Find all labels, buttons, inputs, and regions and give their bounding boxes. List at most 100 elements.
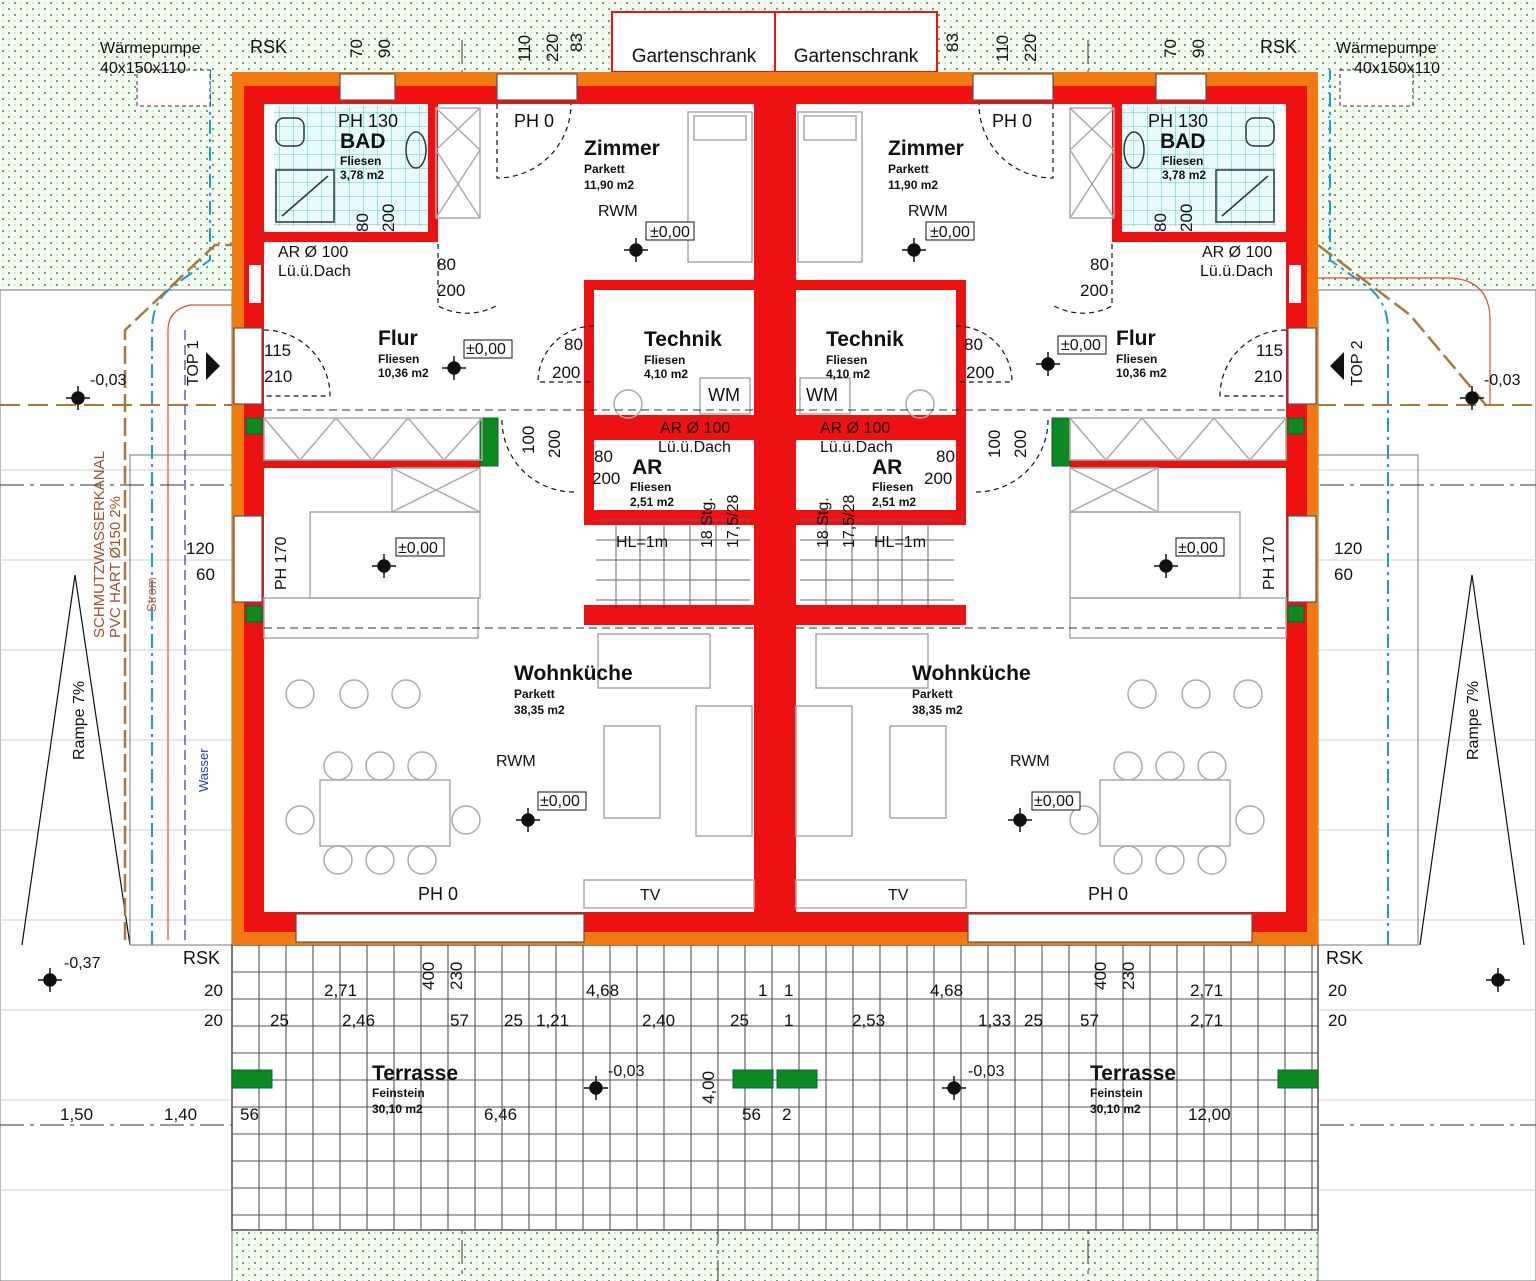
terrace-area-left: 30,10 m2 bbox=[372, 1102, 423, 1116]
dim-row2-10: 1,33 bbox=[978, 1011, 1011, 1030]
dim-window-left-w: 120 bbox=[186, 539, 214, 558]
level-terrace-right: -0,03 bbox=[968, 1063, 1005, 1080]
dim-bath-left-h: 200 bbox=[379, 204, 398, 232]
living-level-left: ±0,00 bbox=[540, 793, 580, 810]
dim-row2-0: 20 bbox=[204, 1011, 223, 1030]
dim-row2-8: 1 bbox=[784, 1011, 793, 1030]
terrace-floor-left: Feinstein bbox=[372, 1086, 425, 1100]
dim-inner-5: 200 bbox=[966, 363, 994, 382]
garden-shed-left bbox=[611, 11, 776, 73]
living-name-left: Wohnküche bbox=[514, 662, 633, 685]
dim-row1-3: 230 bbox=[447, 962, 466, 990]
stairs-ratio-left: 17,5/28 bbox=[725, 495, 742, 548]
hall-area-left: 10,36 m2 bbox=[378, 366, 429, 380]
rsk-bottom-right: RSK bbox=[1326, 948, 1363, 968]
handrail-right: HL=1m bbox=[874, 534, 926, 551]
room-level-right: ±0,00 bbox=[930, 224, 970, 241]
garden-shed-right-label: Gartenschrank bbox=[794, 46, 919, 67]
dim-door-right-w: 115 bbox=[1256, 341, 1283, 360]
dim-inner-3: 200 bbox=[552, 363, 580, 382]
dim-door-left-h: 210 bbox=[264, 367, 292, 386]
living-rwm-right: RWM bbox=[1010, 753, 1050, 770]
room-floor-right: Parkett bbox=[888, 162, 929, 176]
dim-row2-2: 2,46 bbox=[342, 1011, 375, 1030]
right-unit: PH 130 BAD Fliesen 3,78 m2 PH 0 Zimmer P… bbox=[806, 111, 1366, 1116]
room-area-left: 11,90 m2 bbox=[584, 178, 634, 192]
dim-row3-5: 2 bbox=[782, 1105, 791, 1124]
dim-row1-5: 1 bbox=[758, 981, 767, 1000]
entrance-arrow-left bbox=[206, 352, 220, 380]
dim-top-7: 220 bbox=[1021, 34, 1040, 62]
dim-window-right-w: 120 bbox=[1334, 539, 1362, 558]
dim-inner-r7: 200 bbox=[1011, 430, 1030, 458]
dim-inner-0: 80 bbox=[437, 255, 456, 274]
ph170-right: PH 170 bbox=[1261, 537, 1278, 590]
dim-row2-14: 20 bbox=[1328, 1011, 1347, 1030]
dim-row1-2: 400 bbox=[419, 962, 438, 990]
dim-top-3: 220 bbox=[543, 34, 562, 62]
room-rwm-right: RWM bbox=[908, 203, 948, 220]
room-ph-left: PH 0 bbox=[514, 111, 554, 131]
garden-shed-right bbox=[774, 11, 938, 73]
hall-name-left: Flur bbox=[378, 327, 418, 350]
bath-ph-left: PH 130 bbox=[338, 111, 398, 131]
dim-row2-4: 25 bbox=[504, 1011, 523, 1030]
dim-inner-2: 80 bbox=[564, 335, 583, 354]
ar-vent-right-2: AR Ø 100 bbox=[820, 420, 890, 437]
dim-row3-1: 1,40 bbox=[164, 1105, 197, 1124]
dim-door-right-h: 210 bbox=[1254, 367, 1282, 386]
storage-area-left: 2,51 m2 bbox=[630, 495, 674, 509]
windows bbox=[233, 73, 1317, 943]
ph170-left: PH 170 bbox=[273, 537, 290, 590]
dim-row1-0: 20 bbox=[204, 981, 223, 1000]
dim-row1-1: 2,71 bbox=[324, 981, 357, 1000]
door-swings bbox=[263, 103, 1287, 493]
heat-pump-left-label: Wärmepumpe bbox=[100, 40, 201, 57]
room-name-left: Zimmer bbox=[584, 137, 660, 160]
living-tv-right: TV bbox=[888, 887, 909, 904]
rsk-bottom-left: RSK bbox=[183, 948, 220, 968]
dim-row2-11: 25 bbox=[1024, 1011, 1043, 1030]
tech-name-right: Technik bbox=[826, 328, 904, 351]
tech-area-left: 4,10 m2 bbox=[644, 367, 688, 381]
dim-inner-r0: 80 bbox=[1090, 255, 1109, 274]
level-boxes bbox=[395, 221, 1225, 811]
dim-row1-8: 400 bbox=[1091, 962, 1110, 990]
heat-pump-right-label: Wärmepumpe bbox=[1336, 40, 1437, 57]
dim-inner-ar-l1: 200 bbox=[592, 469, 620, 488]
top-label-right: TOP 2 bbox=[1349, 340, 1366, 386]
living-tv-left: TV bbox=[640, 887, 661, 904]
ramp-left-outline bbox=[21, 574, 131, 946]
exterior-labels: Rampe 7% Rampe 7% SCHMUTZWASSERKANAL PVC… bbox=[64, 372, 1521, 1080]
vent-roof-left-2: Lü.ü.Dach bbox=[658, 439, 731, 456]
bath-name-right: BAD bbox=[1160, 130, 1206, 153]
handrail-left: HL=1m bbox=[616, 534, 668, 551]
hall-floor-left: Fliesen bbox=[378, 352, 419, 366]
dim-row3-4: 56 bbox=[742, 1105, 761, 1124]
stairs-ratio-right: 17,5/28 bbox=[841, 495, 858, 548]
dim-inner-4: 80 bbox=[964, 335, 983, 354]
dim-row2-3: 57 bbox=[450, 1011, 469, 1030]
dim-row2-12: 57 bbox=[1080, 1011, 1099, 1030]
hall-floor-right: Fliesen bbox=[1116, 352, 1157, 366]
bath-name-left: BAD bbox=[340, 130, 386, 153]
dim-row3-7: 4,00 bbox=[699, 1071, 718, 1104]
dim-row2-7: 25 bbox=[730, 1011, 749, 1030]
dim-top-6: 110 bbox=[993, 35, 1012, 62]
entrance-arrow-right bbox=[1330, 352, 1344, 380]
ar-vent-left-2: AR Ø 100 bbox=[660, 420, 730, 437]
storage-name-left: AR bbox=[632, 456, 662, 479]
hall-area-right: 10,36 m2 bbox=[1116, 366, 1167, 380]
dim-inner-r6: 100 bbox=[985, 430, 1004, 458]
dim-row3-2: 56 bbox=[240, 1105, 259, 1124]
bath-tiles-left bbox=[274, 106, 428, 226]
dim-inner-7: 200 bbox=[545, 430, 564, 458]
garden-shed-left-label: Gartenschrank bbox=[632, 46, 757, 67]
dim-inner-r1: 200 bbox=[1080, 281, 1108, 300]
hall-level-right: ±0,00 bbox=[1061, 337, 1101, 354]
level-terrace-left: -0,03 bbox=[608, 1063, 645, 1080]
dim-window-left-h: 60 bbox=[196, 565, 215, 584]
dim-row2-5: 1,21 bbox=[536, 1011, 569, 1030]
heat-pump-right bbox=[1339, 69, 1414, 107]
